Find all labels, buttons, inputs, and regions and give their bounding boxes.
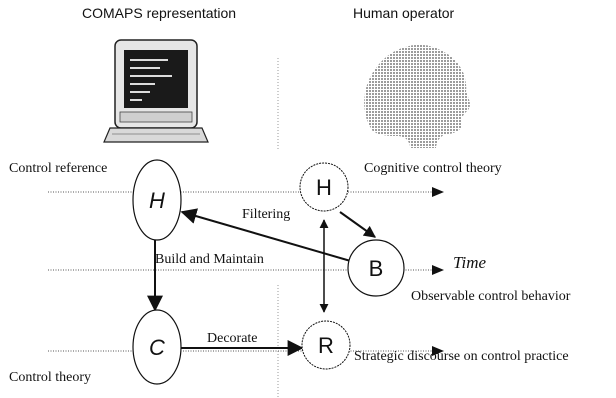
svg-text:B: B: [369, 256, 384, 281]
label-time: Time: [453, 253, 487, 272]
label-control-theory: Control theory: [9, 370, 92, 385]
label-build-and-maintain: Build and Maintain: [155, 252, 264, 267]
arrow-hr-to-b: [339, 211, 376, 238]
label-filtering: Filtering: [242, 207, 291, 222]
label-cognitive-control-theory: Cognitive control theory: [364, 161, 502, 176]
node-r-right: R: [301, 320, 351, 370]
label-strategic-discourse: Strategic discourse on control practice: [354, 349, 569, 364]
node-c-left: C: [132, 309, 182, 385]
svg-text:H: H: [316, 175, 332, 200]
label-control-reference: Control reference: [9, 161, 108, 176]
node-h-left: H: [132, 159, 182, 241]
human-head-icon: [364, 44, 470, 148]
label-observable-control-behavior: Observable control behavior: [411, 289, 571, 304]
svg-text:C: C: [149, 335, 165, 360]
node-b-right: B: [347, 239, 405, 297]
computer-monitor-icon: [103, 39, 209, 143]
label-decorate: Decorate: [207, 331, 258, 346]
header-comaps: COMAPS representation: [82, 5, 237, 21]
header-human-operator: Human operator: [353, 5, 455, 21]
node-h-right: H: [299, 162, 349, 212]
svg-text:R: R: [318, 333, 334, 358]
svg-text:H: H: [149, 188, 165, 213]
